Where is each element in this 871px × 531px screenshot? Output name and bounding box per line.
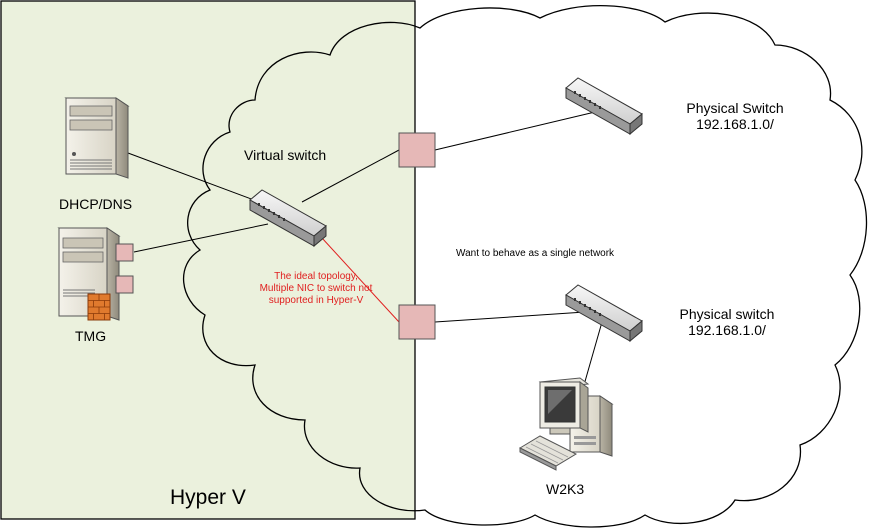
link-nic-top-to-physical-switch <box>434 111 596 151</box>
single-network-note: Want to behave as a single network <box>456 248 615 259</box>
tmg-label: TMG <box>75 328 107 344</box>
server-icon <box>64 97 130 179</box>
link-tmg-to-virtual-switch <box>133 223 269 253</box>
workstation-icon <box>518 377 614 471</box>
physical-switch-top-label: Physical Switch 192.168.1.0/ <box>665 100 805 132</box>
tmg-nic-2 <box>115 275 134 294</box>
ideal-topology-note-line-3: supported in Hyper-V <box>268 295 364 306</box>
ideal-topology-note-line-2: Multiple NIC to switch not <box>259 283 373 294</box>
link-dhcp-to-virtual-switch <box>127 152 263 204</box>
network-cloud <box>183 5 868 528</box>
physical-switch-bottom-icon <box>565 284 643 343</box>
ideal-topology-note-line-1: The ideal topology, <box>274 271 358 282</box>
physical-switch-bottom-name: Physical switch <box>679 306 775 322</box>
virtual-switch-icon <box>249 189 327 248</box>
physical-switch-top-subnet: 192.168.1.0/ <box>696 116 774 132</box>
link-virtual-switch-to-nic-top <box>301 149 400 203</box>
physical-switch-top-name: Physical Switch <box>686 100 784 116</box>
physical-switch-bottom-label: Physical switch 192.168.1.0/ <box>657 306 797 338</box>
link-virtual-switch-to-nic-bottom <box>321 237 400 323</box>
firewall-server-icon <box>57 227 121 321</box>
ideal-topology-note: The ideal topology, Multiple NIC to swit… <box>236 271 396 307</box>
virtual-switch-label: Virtual switch <box>244 147 327 163</box>
dhcp-dns-label: DHCP/DNS <box>59 196 133 212</box>
hyperv-label: Hyper V <box>170 486 246 509</box>
host-nic-bottom <box>398 304 436 340</box>
w2k3-label: W2K3 <box>546 481 585 497</box>
link-physical-switch-to-client <box>583 321 603 386</box>
physical-switch-bottom-subnet: 192.168.1.0/ <box>688 322 766 338</box>
tmg-nic-1 <box>115 243 134 262</box>
physical-switch-top-icon <box>565 77 643 136</box>
link-nic-bottom-to-physical-switch <box>434 311 586 323</box>
firewall-icon <box>87 293 111 321</box>
host-nic-top <box>398 132 436 168</box>
